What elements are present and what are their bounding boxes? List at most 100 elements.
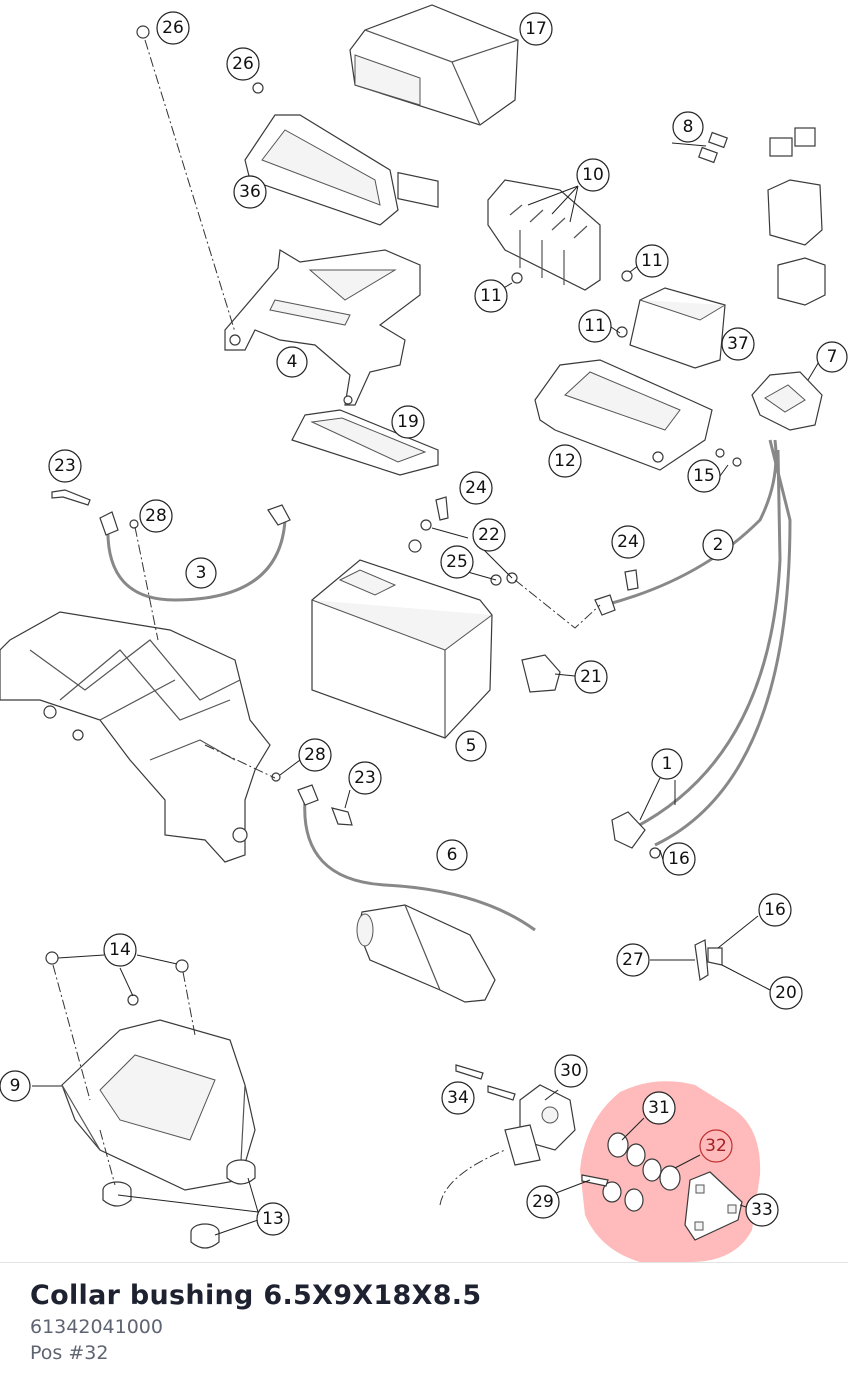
svg-text:2: 2 xyxy=(713,535,724,555)
callout-1[interactable]: 1 xyxy=(651,748,683,780)
callout-25[interactable]: 25 xyxy=(440,545,474,579)
divider xyxy=(0,1262,848,1263)
svg-text:8: 8 xyxy=(683,117,694,137)
callout-5[interactable]: 5 xyxy=(455,730,487,762)
assembly-lines xyxy=(52,39,601,1206)
callout-19[interactable]: 19 xyxy=(391,405,425,439)
callout-33[interactable]: 33 xyxy=(745,1193,779,1227)
callout-2[interactable]: 2 xyxy=(702,529,734,561)
svg-text:33: 33 xyxy=(751,1200,773,1220)
svg-text:3: 3 xyxy=(196,563,207,583)
callout-11[interactable]: 11 xyxy=(635,244,669,278)
svg-text:21: 21 xyxy=(580,667,602,687)
svg-text:30: 30 xyxy=(560,1061,582,1081)
callout-32-selected[interactable]: 32 xyxy=(699,1129,733,1163)
cable-6 xyxy=(297,784,536,932)
callout-34[interactable]: 34 xyxy=(441,1081,475,1115)
callout-16[interactable]: 16 xyxy=(758,893,792,927)
part-position: Pos #32 xyxy=(30,1342,109,1364)
starter-motor xyxy=(356,904,496,1003)
svg-text:23: 23 xyxy=(54,456,76,476)
skid-plate-9 xyxy=(61,1019,256,1191)
callout-11[interactable]: 11 xyxy=(474,279,508,313)
callout-9[interactable]: 9 xyxy=(0,1070,31,1102)
callout-10[interactable]: 10 xyxy=(576,158,610,192)
callout-30[interactable]: 30 xyxy=(554,1054,588,1088)
callout-14[interactable]: 14 xyxy=(103,933,137,967)
exploded-parts-diagram: 17 26 26 36 8 10 11 11 11 4 37 7 19 12 1… xyxy=(0,4,848,1262)
small-fasteners xyxy=(45,25,742,1187)
svg-text:10: 10 xyxy=(582,165,604,185)
svg-text:4: 4 xyxy=(287,352,298,372)
svg-text:12: 12 xyxy=(554,451,576,471)
callout-12[interactable]: 12 xyxy=(548,444,582,478)
callout-24[interactable]: 24 xyxy=(459,471,493,505)
svg-text:16: 16 xyxy=(668,849,690,869)
callout-28[interactable]: 28 xyxy=(139,499,173,533)
callout-36[interactable]: 36 xyxy=(233,175,267,209)
callout-37[interactable]: 37 xyxy=(721,327,755,361)
pad-19 xyxy=(291,409,439,476)
bushing-set-31-32 xyxy=(602,1132,681,1212)
callout-3[interactable]: 3 xyxy=(185,557,217,589)
callout-26[interactable]: 26 xyxy=(156,11,190,45)
callout-31[interactable]: 31 xyxy=(642,1091,676,1125)
relay-7 xyxy=(751,371,823,431)
callout-15[interactable]: 15 xyxy=(687,459,721,493)
svg-text:23: 23 xyxy=(354,768,376,788)
callout-13[interactable]: 13 xyxy=(256,1202,290,1236)
callouts: 17 26 26 36 8 10 11 11 11 4 37 7 19 12 1… xyxy=(0,11,848,1236)
callout-20[interactable]: 20 xyxy=(769,976,803,1010)
fuses-8 xyxy=(698,127,826,306)
svg-text:13: 13 xyxy=(262,1209,284,1229)
callout-23[interactable]: 23 xyxy=(348,761,382,795)
svg-text:31: 31 xyxy=(648,1098,670,1118)
svg-text:17: 17 xyxy=(525,19,547,39)
callout-27[interactable]: 27 xyxy=(616,943,650,977)
callout-leaders xyxy=(32,142,821,1236)
callout-7[interactable]: 7 xyxy=(816,341,848,373)
bracket-27 xyxy=(694,939,723,981)
svg-text:16: 16 xyxy=(764,900,786,920)
svg-text:26: 26 xyxy=(232,54,254,74)
callout-26[interactable]: 26 xyxy=(226,47,260,81)
callout-6[interactable]: 6 xyxy=(436,839,468,871)
svg-text:15: 15 xyxy=(693,466,715,486)
svg-text:9: 9 xyxy=(10,1076,21,1096)
svg-text:27: 27 xyxy=(622,950,644,970)
svg-text:32: 32 xyxy=(705,1136,727,1156)
callout-16[interactable]: 16 xyxy=(662,842,696,876)
svg-text:28: 28 xyxy=(145,506,167,526)
svg-text:6: 6 xyxy=(447,845,458,865)
svg-text:24: 24 xyxy=(465,478,487,498)
callout-4[interactable]: 4 xyxy=(276,346,308,378)
callout-11[interactable]: 11 xyxy=(578,309,612,343)
svg-text:34: 34 xyxy=(447,1088,469,1108)
callout-8[interactable]: 8 xyxy=(672,111,704,143)
svg-text:19: 19 xyxy=(397,412,419,432)
svg-text:11: 11 xyxy=(584,316,606,336)
svg-text:28: 28 xyxy=(304,745,326,765)
ecu-17 xyxy=(349,4,519,208)
callout-24[interactable]: 24 xyxy=(611,525,645,559)
part-info-panel: Collar bushing 6.5X9X18X8.5 61342041000 … xyxy=(30,1278,830,1366)
holder-12 xyxy=(534,359,713,471)
svg-text:25: 25 xyxy=(446,552,468,572)
svg-text:22: 22 xyxy=(478,525,500,545)
cover-36 xyxy=(244,114,399,226)
callout-28[interactable]: 28 xyxy=(298,738,332,772)
svg-text:7: 7 xyxy=(827,347,838,367)
regulator-37 xyxy=(629,287,726,369)
rubber-buffers-13 xyxy=(102,1159,256,1249)
plate-33 xyxy=(684,1171,743,1241)
callout-17[interactable]: 17 xyxy=(519,12,553,46)
part-name: Collar bushing 6.5X9X18X8.5 xyxy=(30,1280,482,1311)
sensor-30 xyxy=(504,1084,576,1166)
callout-29[interactable]: 29 xyxy=(526,1185,560,1219)
callout-23[interactable]: 23 xyxy=(48,449,82,483)
bracket-4 xyxy=(224,249,421,406)
callout-21[interactable]: 21 xyxy=(574,660,608,694)
callout-22[interactable]: 22 xyxy=(472,518,506,552)
svg-text:11: 11 xyxy=(480,286,502,306)
svg-text:36: 36 xyxy=(239,182,261,202)
